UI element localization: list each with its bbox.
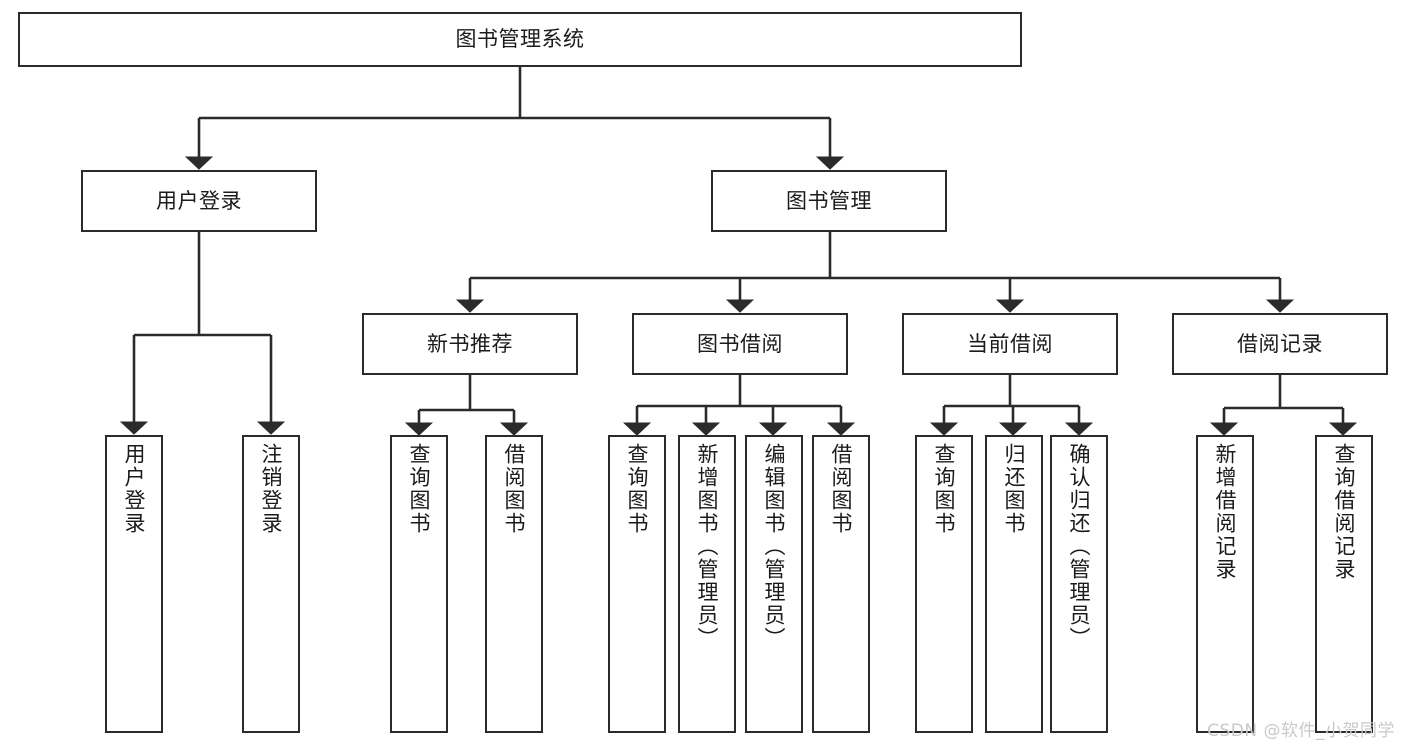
node-leaf-confirm-return[interactable]: 确认归还（管理员） (1050, 435, 1108, 733)
node-leaf-query-book-1[interactable]: 查询图书 (390, 435, 448, 733)
node-leaf-query-book-3[interactable]: 查询图书 (915, 435, 973, 733)
node-user-login-label: 用户登录 (156, 188, 242, 213)
node-borrow-record-label: 借阅记录 (1237, 331, 1323, 356)
node-leaf-edit-book-label: 编辑图书（管理员） (762, 443, 787, 650)
node-leaf-edit-book[interactable]: 编辑图书（管理员） (745, 435, 803, 733)
node-leaf-query-book-2-label: 查询图书 (625, 443, 650, 535)
node-user-login[interactable]: 用户登录 (81, 170, 317, 232)
node-root-label: 图书管理系统 (455, 27, 585, 52)
node-leaf-confirm-return-label: 确认归还（管理员） (1067, 443, 1092, 650)
node-book-borrow-label: 图书借阅 (697, 331, 783, 356)
node-borrow-record[interactable]: 借阅记录 (1172, 313, 1388, 375)
node-leaf-add-borrow-record-label: 新增借阅记录 (1213, 443, 1238, 581)
node-book-manage-label: 图书管理 (786, 188, 872, 213)
node-leaf-borrow-book-1-label: 借阅图书 (502, 443, 527, 535)
node-leaf-query-book-3-label: 查询图书 (932, 443, 957, 535)
node-book-manage[interactable]: 图书管理 (711, 170, 947, 232)
node-current-borrow-label: 当前借阅 (967, 331, 1053, 356)
node-leaf-add-borrow-record[interactable]: 新增借阅记录 (1196, 435, 1254, 733)
node-leaf-query-borrow-record[interactable]: 查询借阅记录 (1315, 435, 1373, 733)
node-leaf-query-book-1-label: 查询图书 (407, 443, 432, 535)
node-new-book-recommend-label: 新书推荐 (427, 331, 513, 356)
node-leaf-user-login-label: 用户登录 (122, 443, 147, 535)
node-book-borrow[interactable]: 图书借阅 (632, 313, 848, 375)
node-root[interactable]: 图书管理系统 (18, 12, 1022, 67)
node-current-borrow[interactable]: 当前借阅 (902, 313, 1118, 375)
node-leaf-logout-login-label: 注销登录 (259, 443, 284, 535)
node-leaf-query-borrow-record-label: 查询借阅记录 (1332, 443, 1357, 581)
node-leaf-borrow-book-1[interactable]: 借阅图书 (485, 435, 543, 733)
node-new-book-recommend[interactable]: 新书推荐 (362, 313, 578, 375)
node-leaf-add-book-label: 新增图书（管理员） (695, 443, 720, 650)
node-leaf-return-book[interactable]: 归还图书 (985, 435, 1043, 733)
node-leaf-borrow-book-2-label: 借阅图书 (829, 443, 854, 535)
node-leaf-add-book[interactable]: 新增图书（管理员） (678, 435, 736, 733)
node-leaf-borrow-book-2[interactable]: 借阅图书 (812, 435, 870, 733)
node-leaf-user-login[interactable]: 用户登录 (105, 435, 163, 733)
node-leaf-logout-login[interactable]: 注销登录 (242, 435, 300, 733)
node-leaf-query-book-2[interactable]: 查询图书 (608, 435, 666, 733)
node-leaf-return-book-label: 归还图书 (1002, 443, 1027, 535)
watermark-text: CSDN @软件_小贺同学 (1207, 721, 1395, 741)
